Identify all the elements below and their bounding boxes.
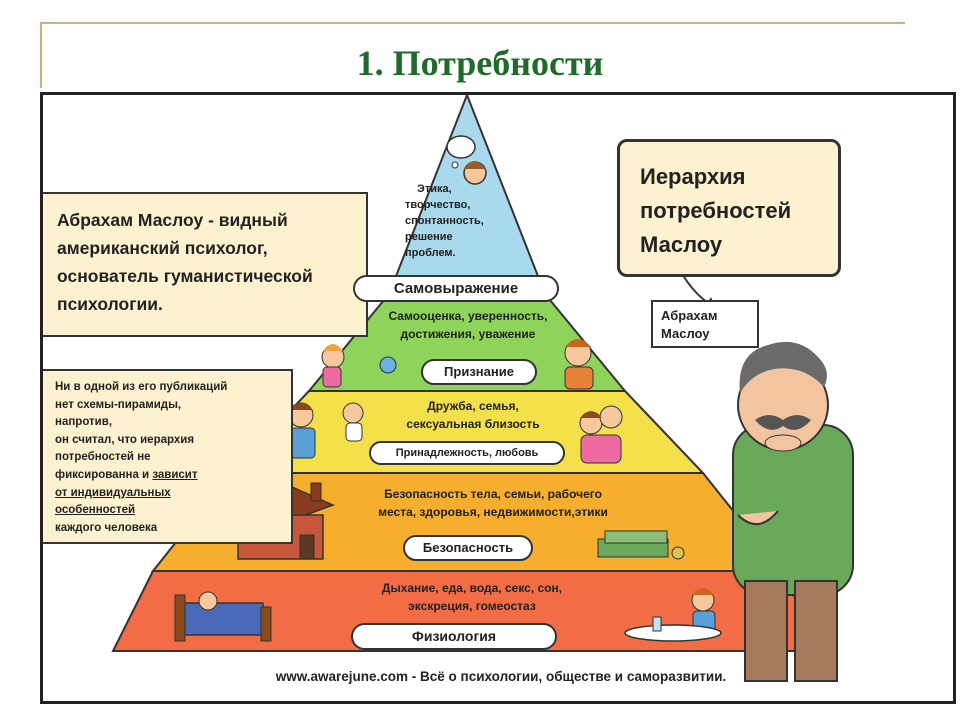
description-line: сексуальная близость [406,417,540,431]
bio-text: Абрахам Маслоу - видный американский пси… [57,210,313,314]
thinking-person-icon [446,135,487,185]
description-line: экскреция, гомеостаз [408,599,536,613]
level-belonging-label: Принадлежность, любовь [369,441,565,465]
note-line: фиксированна и зависит [55,467,287,485]
description-line: места, здоровья, недвижимости,этики [378,505,608,519]
title-rule-vertical [40,22,42,88]
note-line: он считал, что иерархия [55,433,195,446]
maslow-caricature-icon [732,341,854,682]
callout-line: Маслоу [661,326,710,341]
note-text: Ни в одной из его публикаций нет схемы-п… [55,379,287,537]
money-stack-icon [597,530,685,560]
footer-source: www.awarejune.com - Всё о психологии, об… [275,669,727,684]
title-rule-horizontal [40,22,905,24]
maslow-illustration: Абрахам Маслоу - видный американский пси… [40,92,956,704]
slide-title: 1. Потребности [356,43,604,83]
level-physiology-label: Физиология [351,623,557,650]
child-with-award-icon [321,344,397,388]
child-eating-icon [624,588,722,642]
level-self-description: Этика, творчество, спонтанность, решение… [405,181,531,261]
hierarchy-title-line: Иерархия [640,164,746,189]
level-physiology-description: Дыхание, еда, вода, секс, сон, экскреция… [337,579,607,615]
note-line: каждого человека [55,521,158,534]
description-line: Этика, [417,183,452,195]
hierarchy-title: Иерархия потребностей Маслоу [640,160,830,262]
sleeping-person-icon [174,591,272,642]
description-line: Дыхание, еда, вода, секс, сон, [381,581,563,595]
hierarchy-title-line: потребностей [640,198,792,223]
note-box: Ни в одной из его публикаций нет схемы-п… [43,369,293,544]
level-safety-description: Безопасность тела, семьи, рабочего места… [333,485,653,521]
callout-text: Абрахам Маслоу [661,307,756,343]
level-self-label: Самовыражение [353,275,559,302]
level-esteem-description: Самооценка, уверенность, достижения, ува… [323,307,613,343]
hierarchy-title-box: Иерархия потребностей Маслоу [617,139,841,277]
hugging-couple-icon [579,405,623,464]
note-line: нет схемы-пирамиды, [55,398,182,411]
maslow-callout: Абрахам Маслоу [651,300,759,348]
bio-box: Абрахам Маслоу - видный американский пси… [43,192,368,337]
description-line: творчество, [405,199,471,211]
description-line: решение [405,231,453,243]
description-line: Самооценка, уверенность, [388,309,548,323]
level-safety-label: Безопасность [403,535,533,561]
description-line: спонтанность, [405,215,484,227]
note-line: особенностей [55,504,136,517]
note-line-part: фиксированна и [55,468,153,481]
note-line-part-underlined: зависит [152,468,198,481]
description-line: Дружба, семья, [427,399,519,413]
description-line: проблем. [405,247,456,259]
callout-line: Абрахам [661,308,718,323]
note-line: напротив, [55,416,113,429]
parent-figure-icon [564,339,594,390]
level-esteem-label: Признание [421,359,537,385]
pyramid-graphic [111,95,854,682]
description-line: Безопасность тела, семьи, рабочего [384,487,602,501]
description-line: достижения, уважение [400,327,536,341]
note-line: от индивидуальных [55,486,171,499]
hierarchy-title-line: Маслоу [640,232,723,257]
note-line: потребностей не [55,451,151,464]
father-with-baby-icon [288,402,364,459]
note-line: Ни в одной из его публикаций [55,381,228,393]
level-belonging-description: Дружба, семья, сексуальная близость [353,397,593,433]
